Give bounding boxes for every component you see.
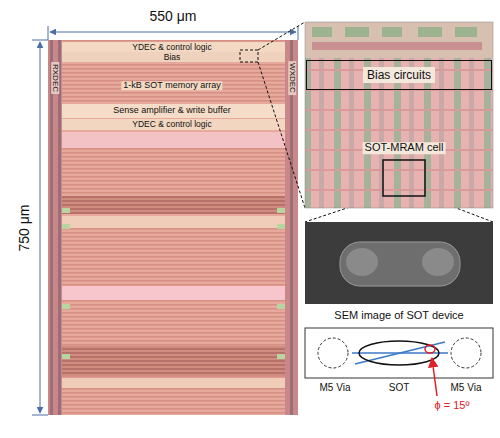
zoom-leader-lines xyxy=(258,22,493,222)
sem-image xyxy=(305,222,493,304)
part-label: M5 Via xyxy=(320,383,351,394)
image-caption: SEM image of SOT device xyxy=(334,310,463,322)
zoom-inset xyxy=(305,22,493,208)
decoder-label: WXDEC xyxy=(287,61,295,95)
sot-device-schematic xyxy=(305,328,493,396)
block-label: 1-kB SOT memory array xyxy=(121,81,222,90)
part-label: SOT xyxy=(389,383,410,394)
cell-label: SOT-MRAM cell xyxy=(363,142,446,154)
chip-micrograph xyxy=(48,40,298,415)
decoder-label: RXDEC xyxy=(51,62,59,94)
dimension-label: 750 μm xyxy=(17,205,32,252)
box-label: Bias circuits xyxy=(363,67,435,83)
dimension-label: 550 μm xyxy=(150,9,197,24)
block-label: Bias xyxy=(162,53,183,62)
block-label: YDEC & control logic xyxy=(130,43,213,52)
angle-label: ϕ = 15º xyxy=(435,400,470,412)
circuit-callout-box: Bias circuits xyxy=(306,60,492,90)
dimension-lines xyxy=(32,26,298,415)
block-label: Sense amplifier & write buffer xyxy=(111,106,232,115)
block-label: YDEC & control logic xyxy=(130,120,213,129)
part-label: M5 Via xyxy=(451,383,482,394)
